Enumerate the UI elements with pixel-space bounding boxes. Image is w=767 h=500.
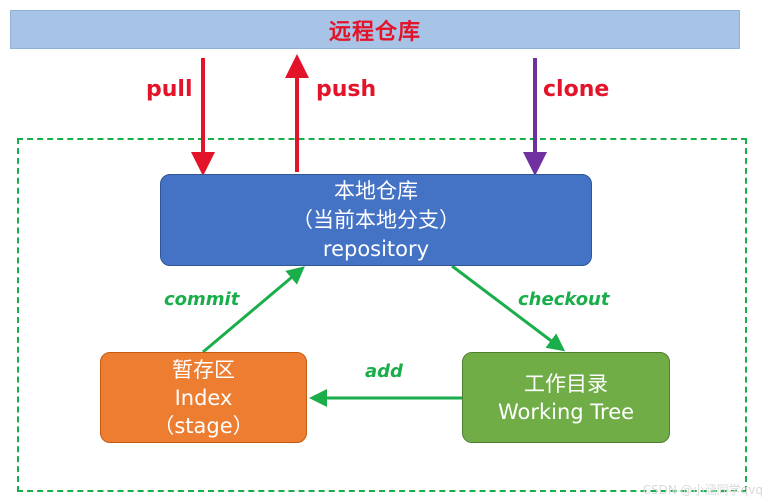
pull-label: pull bbox=[146, 77, 193, 102]
clone-label: clone bbox=[543, 77, 610, 102]
push-label: push bbox=[316, 77, 377, 102]
checkout-label: checkout bbox=[518, 289, 610, 310]
watermark: CSDN @小涵同学qvq bbox=[642, 483, 763, 497]
remote-repository-title: 远程仓库 bbox=[328, 19, 421, 45]
staging-area-stage: （stage） bbox=[153, 413, 254, 438]
local-repository-box: 本地仓库 （当前本地分支） repository bbox=[160, 174, 592, 266]
checkout-arrow bbox=[451, 264, 566, 352]
working-tree-english: Working Tree bbox=[497, 399, 635, 424]
remote-repository-bar: 远程仓库 bbox=[10, 10, 740, 49]
commit-label: commit bbox=[164, 289, 240, 310]
working-tree-box: 工作目录 Working Tree bbox=[462, 352, 670, 443]
local-repository-title: 本地仓库 bbox=[334, 178, 418, 203]
staging-area-title: 暂存区 bbox=[172, 357, 235, 382]
local-environment-frame bbox=[17, 138, 747, 492]
staging-area-index: Index bbox=[174, 385, 233, 410]
add-label: add bbox=[365, 361, 403, 382]
commit-arrow bbox=[202, 266, 305, 354]
working-tree-title: 工作目录 bbox=[524, 371, 608, 396]
local-repository-english: repository bbox=[322, 236, 430, 261]
local-repository-subtitle: （当前本地分支） bbox=[292, 207, 460, 232]
staging-area-box: 暂存区 Index （stage） bbox=[100, 352, 307, 443]
